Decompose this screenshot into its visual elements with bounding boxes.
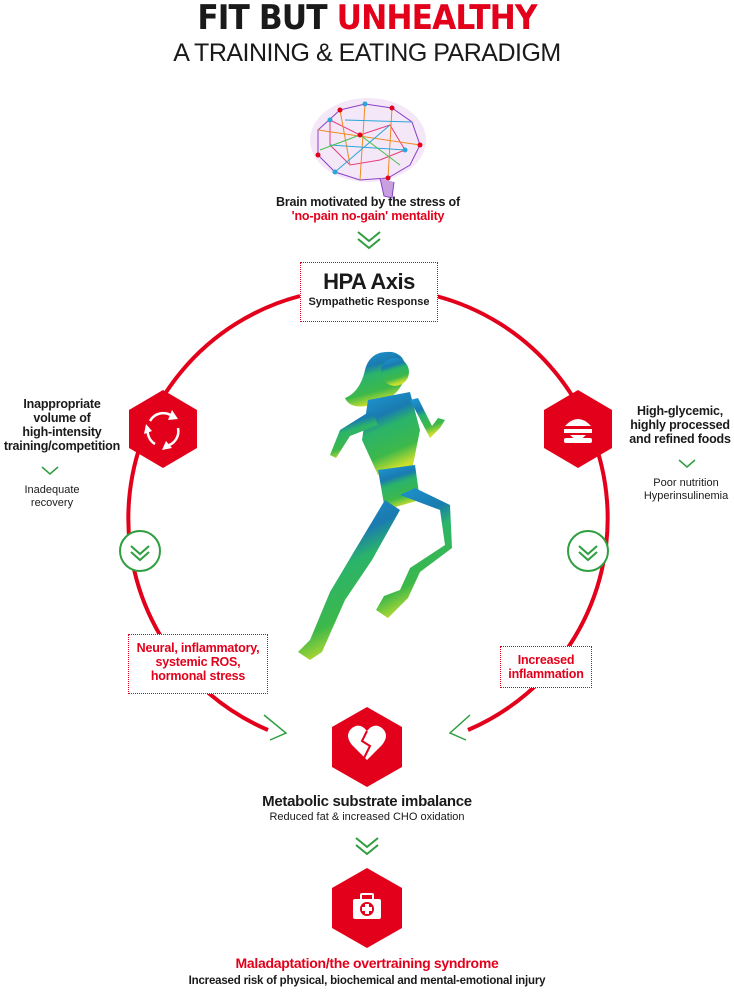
hpa-axis-box: HPA Axis Sympathetic Response — [300, 262, 438, 322]
food-subtext: Poor nutrition Hyperinsulinemia — [634, 477, 734, 503]
training-heading-line: high-intensity — [22, 425, 102, 439]
page-subtitle: A TRAINING & EATING PARADIGM — [173, 39, 561, 67]
broken-heart-icon — [332, 707, 402, 787]
stress-box-line: Neural, inflammatory, — [136, 641, 260, 655]
maladaptation-subtitle: Increased risk of physical, biochemical … — [188, 975, 546, 987]
training-heading-line: volume of — [33, 411, 91, 425]
brain-network-icon — [310, 98, 426, 199]
title-part-red: UNHEALTHY — [336, 0, 538, 38]
arrow-left-to-heart — [263, 714, 288, 741]
training-subtext: Inadequate recovery — [0, 484, 104, 510]
food-heading-line: highly processed — [630, 418, 730, 432]
training-subtext-line: Inadequate — [24, 484, 80, 496]
arrow-right-to-heart — [448, 714, 471, 741]
chevron-down-icon — [355, 837, 379, 856]
inflammation-box: Increased inflammation — [500, 646, 592, 688]
right-sub-chevron-icon — [678, 459, 696, 468]
metabolic-title: Metabolic substrate imbalance — [262, 793, 472, 810]
food-heading-line: and refined foods — [629, 432, 731, 446]
food-subtext-line: Hyperinsulinemia — [643, 490, 729, 502]
food-heading-line: High-glycemic, — [636, 404, 724, 418]
stress-box-line: systemic ROS, — [155, 655, 241, 669]
runner-silhouette — [298, 351, 452, 660]
left-chevron-circle — [119, 530, 161, 572]
page-title: FIT BUT UNHEALTHY — [29, 0, 704, 36]
inflammation-box-line: inflammation — [508, 667, 584, 681]
training-heading-line: Inappropriate — [23, 397, 101, 411]
food-subtext-line: Poor nutrition — [653, 477, 719, 489]
brain-caption: Brain motivated by the stress of 'no-pai… — [230, 195, 506, 223]
hpa-axis-title: HPA Axis — [323, 269, 415, 294]
brain-caption-line1: Brain motivated by the stress of — [276, 195, 460, 209]
title-part-dark: FIT BUT — [197, 0, 337, 38]
right-chevron-circle — [567, 530, 609, 572]
hpa-axis-subtitle: Sympathetic Response — [308, 296, 430, 308]
stress-box-line: hormonal stress — [150, 669, 246, 683]
stress-box: Neural, inflammatory, systemic ROS, horm… — [128, 634, 268, 694]
metabolic-subtitle: Reduced fat & increased CHO oxidation — [269, 811, 465, 823]
food-heading: High-glycemic, highly processed and refi… — [626, 404, 734, 446]
burger-icon — [544, 390, 612, 468]
medical-kit-icon — [332, 868, 402, 948]
training-heading: Inappropriate volume of high-intensity t… — [0, 397, 124, 453]
training-subtext-line: recovery — [30, 497, 74, 509]
brain-caption-line2: 'no-pain no-gain' mentality — [291, 209, 445, 223]
inflammation-box-line: Increased — [517, 653, 575, 667]
cycle-arrows-icon — [129, 390, 197, 468]
chevron-down-icon — [357, 231, 381, 250]
training-heading-line: training/competition — [3, 439, 121, 453]
left-sub-chevron-icon — [41, 466, 59, 475]
maladaptation-title: Maladaptation/the overtraining syndrome — [235, 955, 499, 971]
